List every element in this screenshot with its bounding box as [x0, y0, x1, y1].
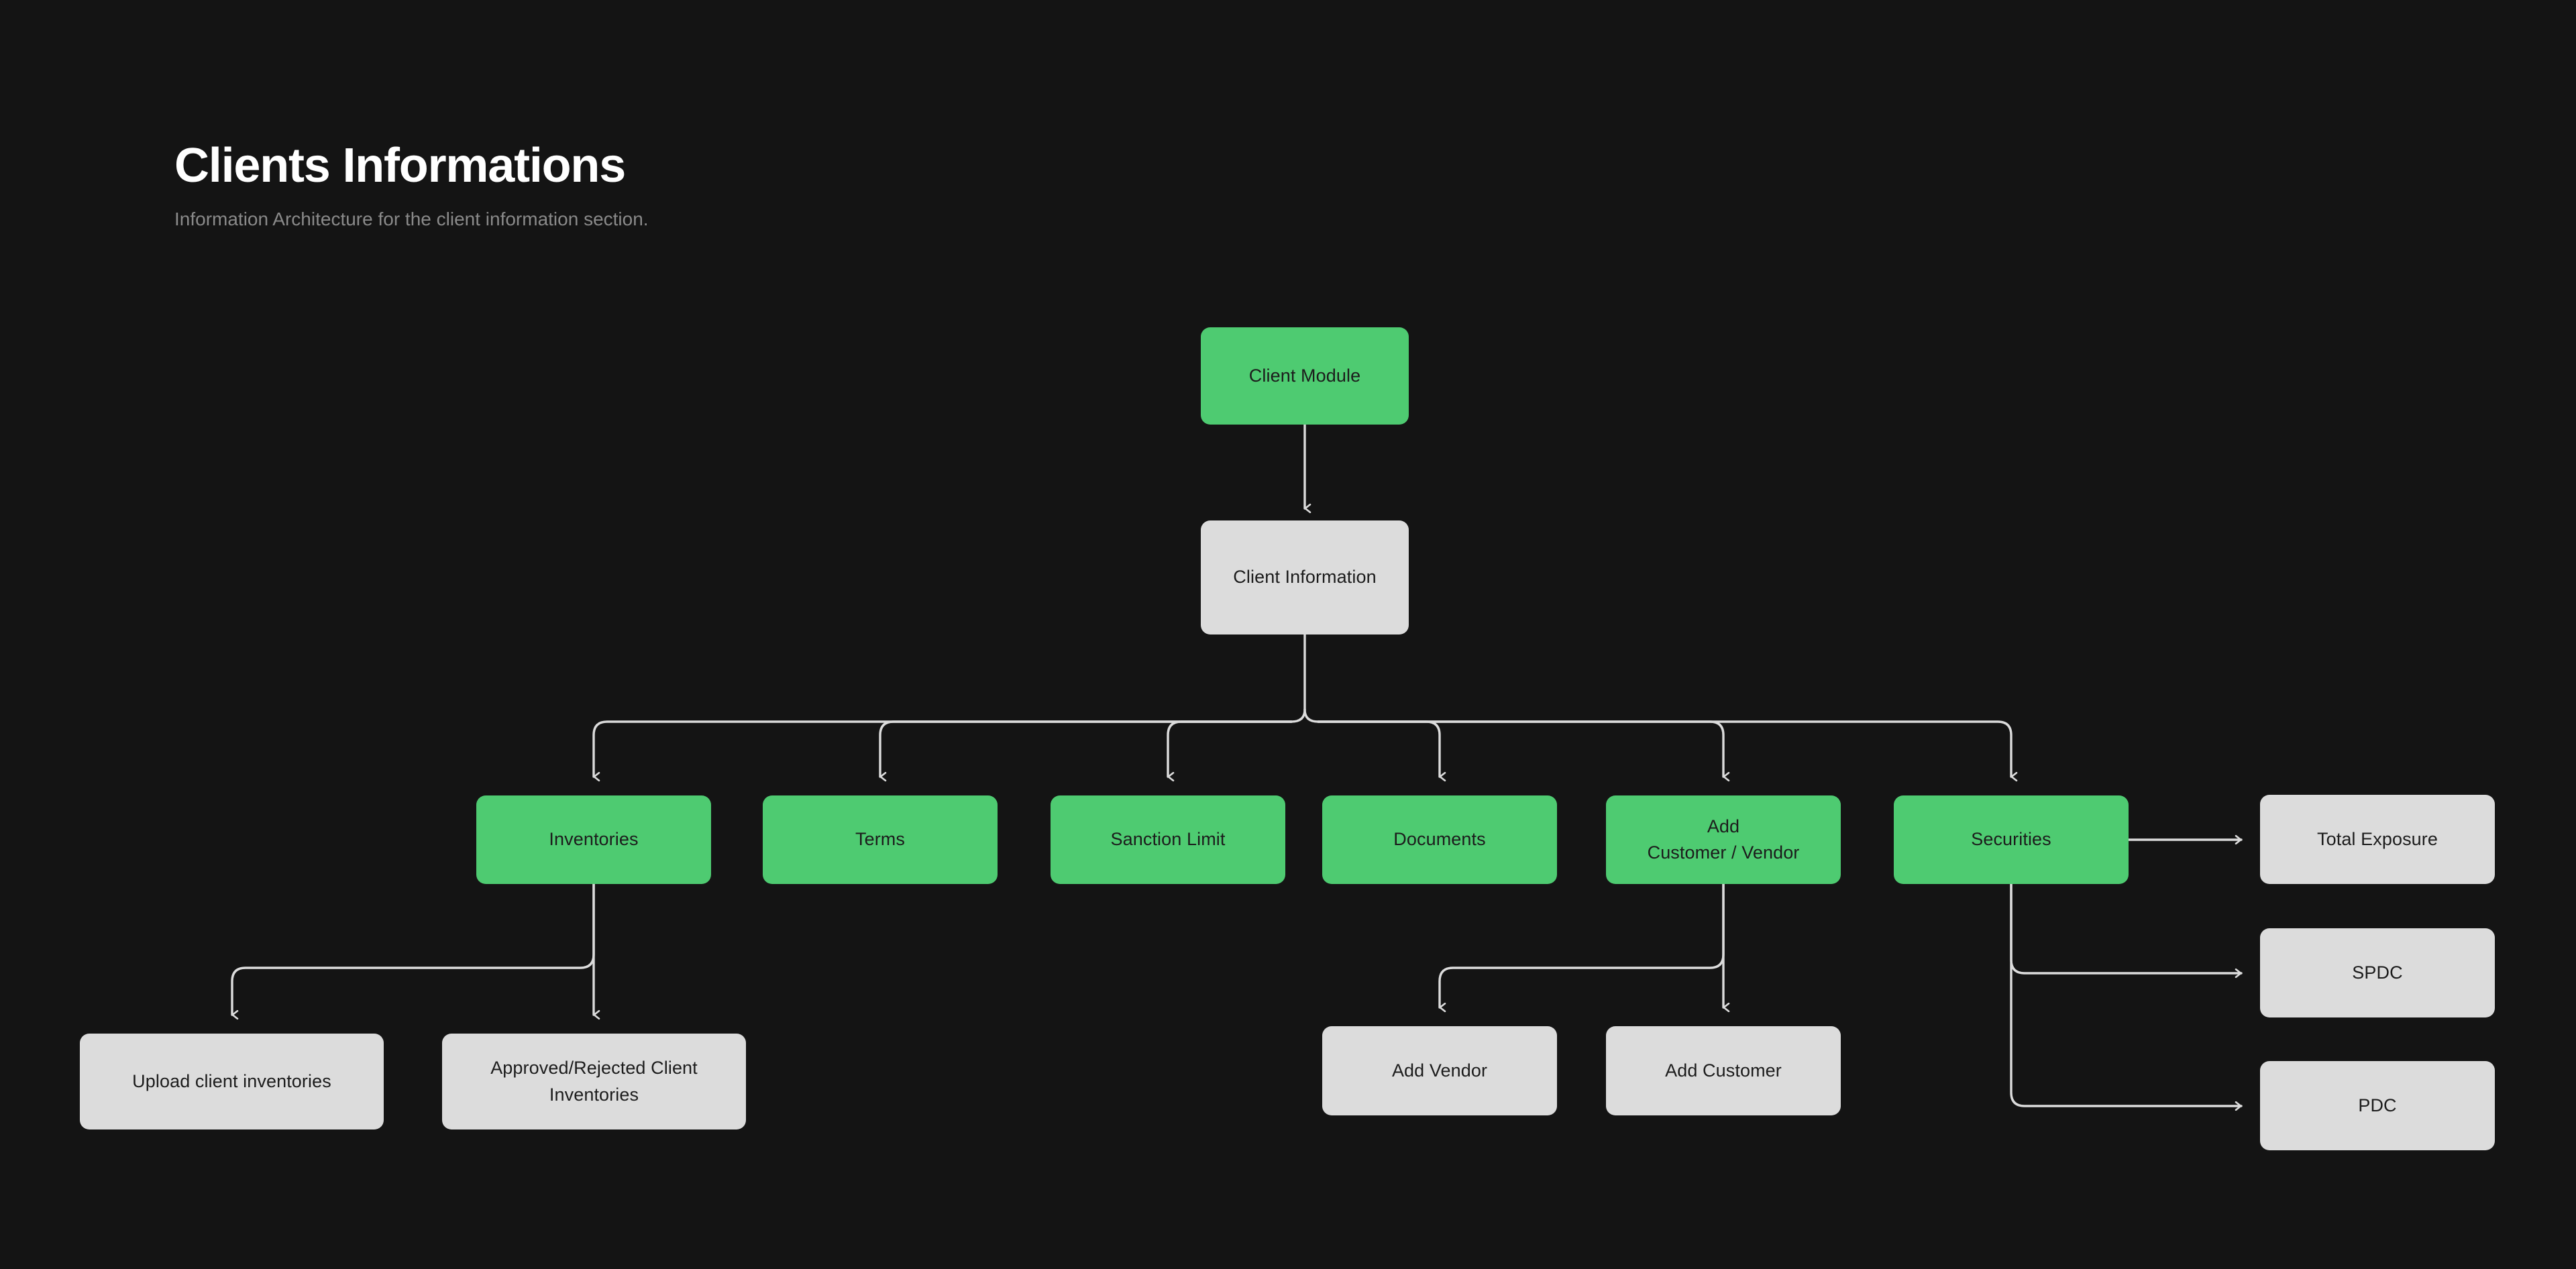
node-label: Total Exposure — [2317, 828, 2438, 849]
edge-bus-to-documents — [1317, 720, 1440, 777]
node-label: Client Information — [1233, 567, 1377, 588]
node-label: Documents — [1393, 829, 1486, 850]
edge-bus-to-terms — [879, 720, 1293, 777]
node-securities[interactable]: Securities — [1894, 795, 2129, 884]
node-label: PDC — [2358, 1095, 2397, 1115]
edge-bus-junction-left — [1290, 708, 1306, 723]
node-label: SPDC — [2352, 962, 2403, 983]
node-inventories[interactable]: Inventories — [476, 795, 711, 884]
edge-bus-junction-right — [1303, 708, 1320, 723]
edge-bus-to-sanction-limit — [1167, 720, 1293, 777]
node-sanction-limit[interactable]: Sanction Limit — [1051, 795, 1285, 884]
edge-bus-to-securities — [1317, 720, 2011, 777]
edge-securities-to-pdc — [2010, 883, 2243, 1106]
edge-bus-to-add-customer-vendor — [1317, 720, 1723, 777]
node-label: Terms — [855, 829, 905, 850]
node-label: Inventories — [549, 829, 639, 850]
page-title: Clients Informations — [174, 139, 626, 192]
node-client-module[interactable]: Client Module — [1201, 327, 1409, 425]
node-pdc[interactable]: PDC — [2260, 1061, 2495, 1150]
node-label: Add Customer — [1665, 1060, 1782, 1081]
node-label: Securities — [1971, 829, 2051, 850]
page-subtitle: Information Architecture for the client … — [174, 208, 649, 229]
node-spdc[interactable]: SPDC — [2260, 928, 2495, 1017]
node-label: Sanction Limit — [1110, 829, 1226, 850]
node-label: Add Vendor — [1391, 1060, 1488, 1081]
edge-inventories-to-upload — [231, 883, 595, 1015]
edge-bus-to-inventories — [592, 720, 1293, 777]
node-label: Add Customer / Vendor — [1647, 816, 1800, 863]
node-terms[interactable]: Terms — [763, 795, 998, 884]
node-add-customer-vendor[interactable]: Add Customer / Vendor — [1606, 795, 1841, 884]
node-upload-client-inventories[interactable]: Upload client inventories — [80, 1034, 384, 1129]
node-approved-rejected-client-inventories[interactable]: Approved/Rejected Client Inventories — [442, 1034, 746, 1129]
node-add-vendor[interactable]: Add Vendor — [1322, 1026, 1557, 1115]
edge-add-customer-vendor-to-add-vendor — [1438, 883, 1725, 1007]
node-label: Upload client inventories — [132, 1070, 331, 1091]
node-add-customer[interactable]: Add Customer — [1606, 1026, 1841, 1115]
node-client-information[interactable]: Client Information — [1201, 520, 1409, 634]
node-documents[interactable]: Documents — [1322, 795, 1557, 884]
node-total-exposure[interactable]: Total Exposure — [2260, 795, 2495, 884]
node-label: Client Module — [1248, 365, 1361, 386]
page-header: Clients Informations Information Archite… — [174, 139, 1248, 230]
node-label: Approved/Rejected Client Inventories — [490, 1058, 698, 1105]
edge-securities-to-spdc — [2010, 883, 2243, 973]
